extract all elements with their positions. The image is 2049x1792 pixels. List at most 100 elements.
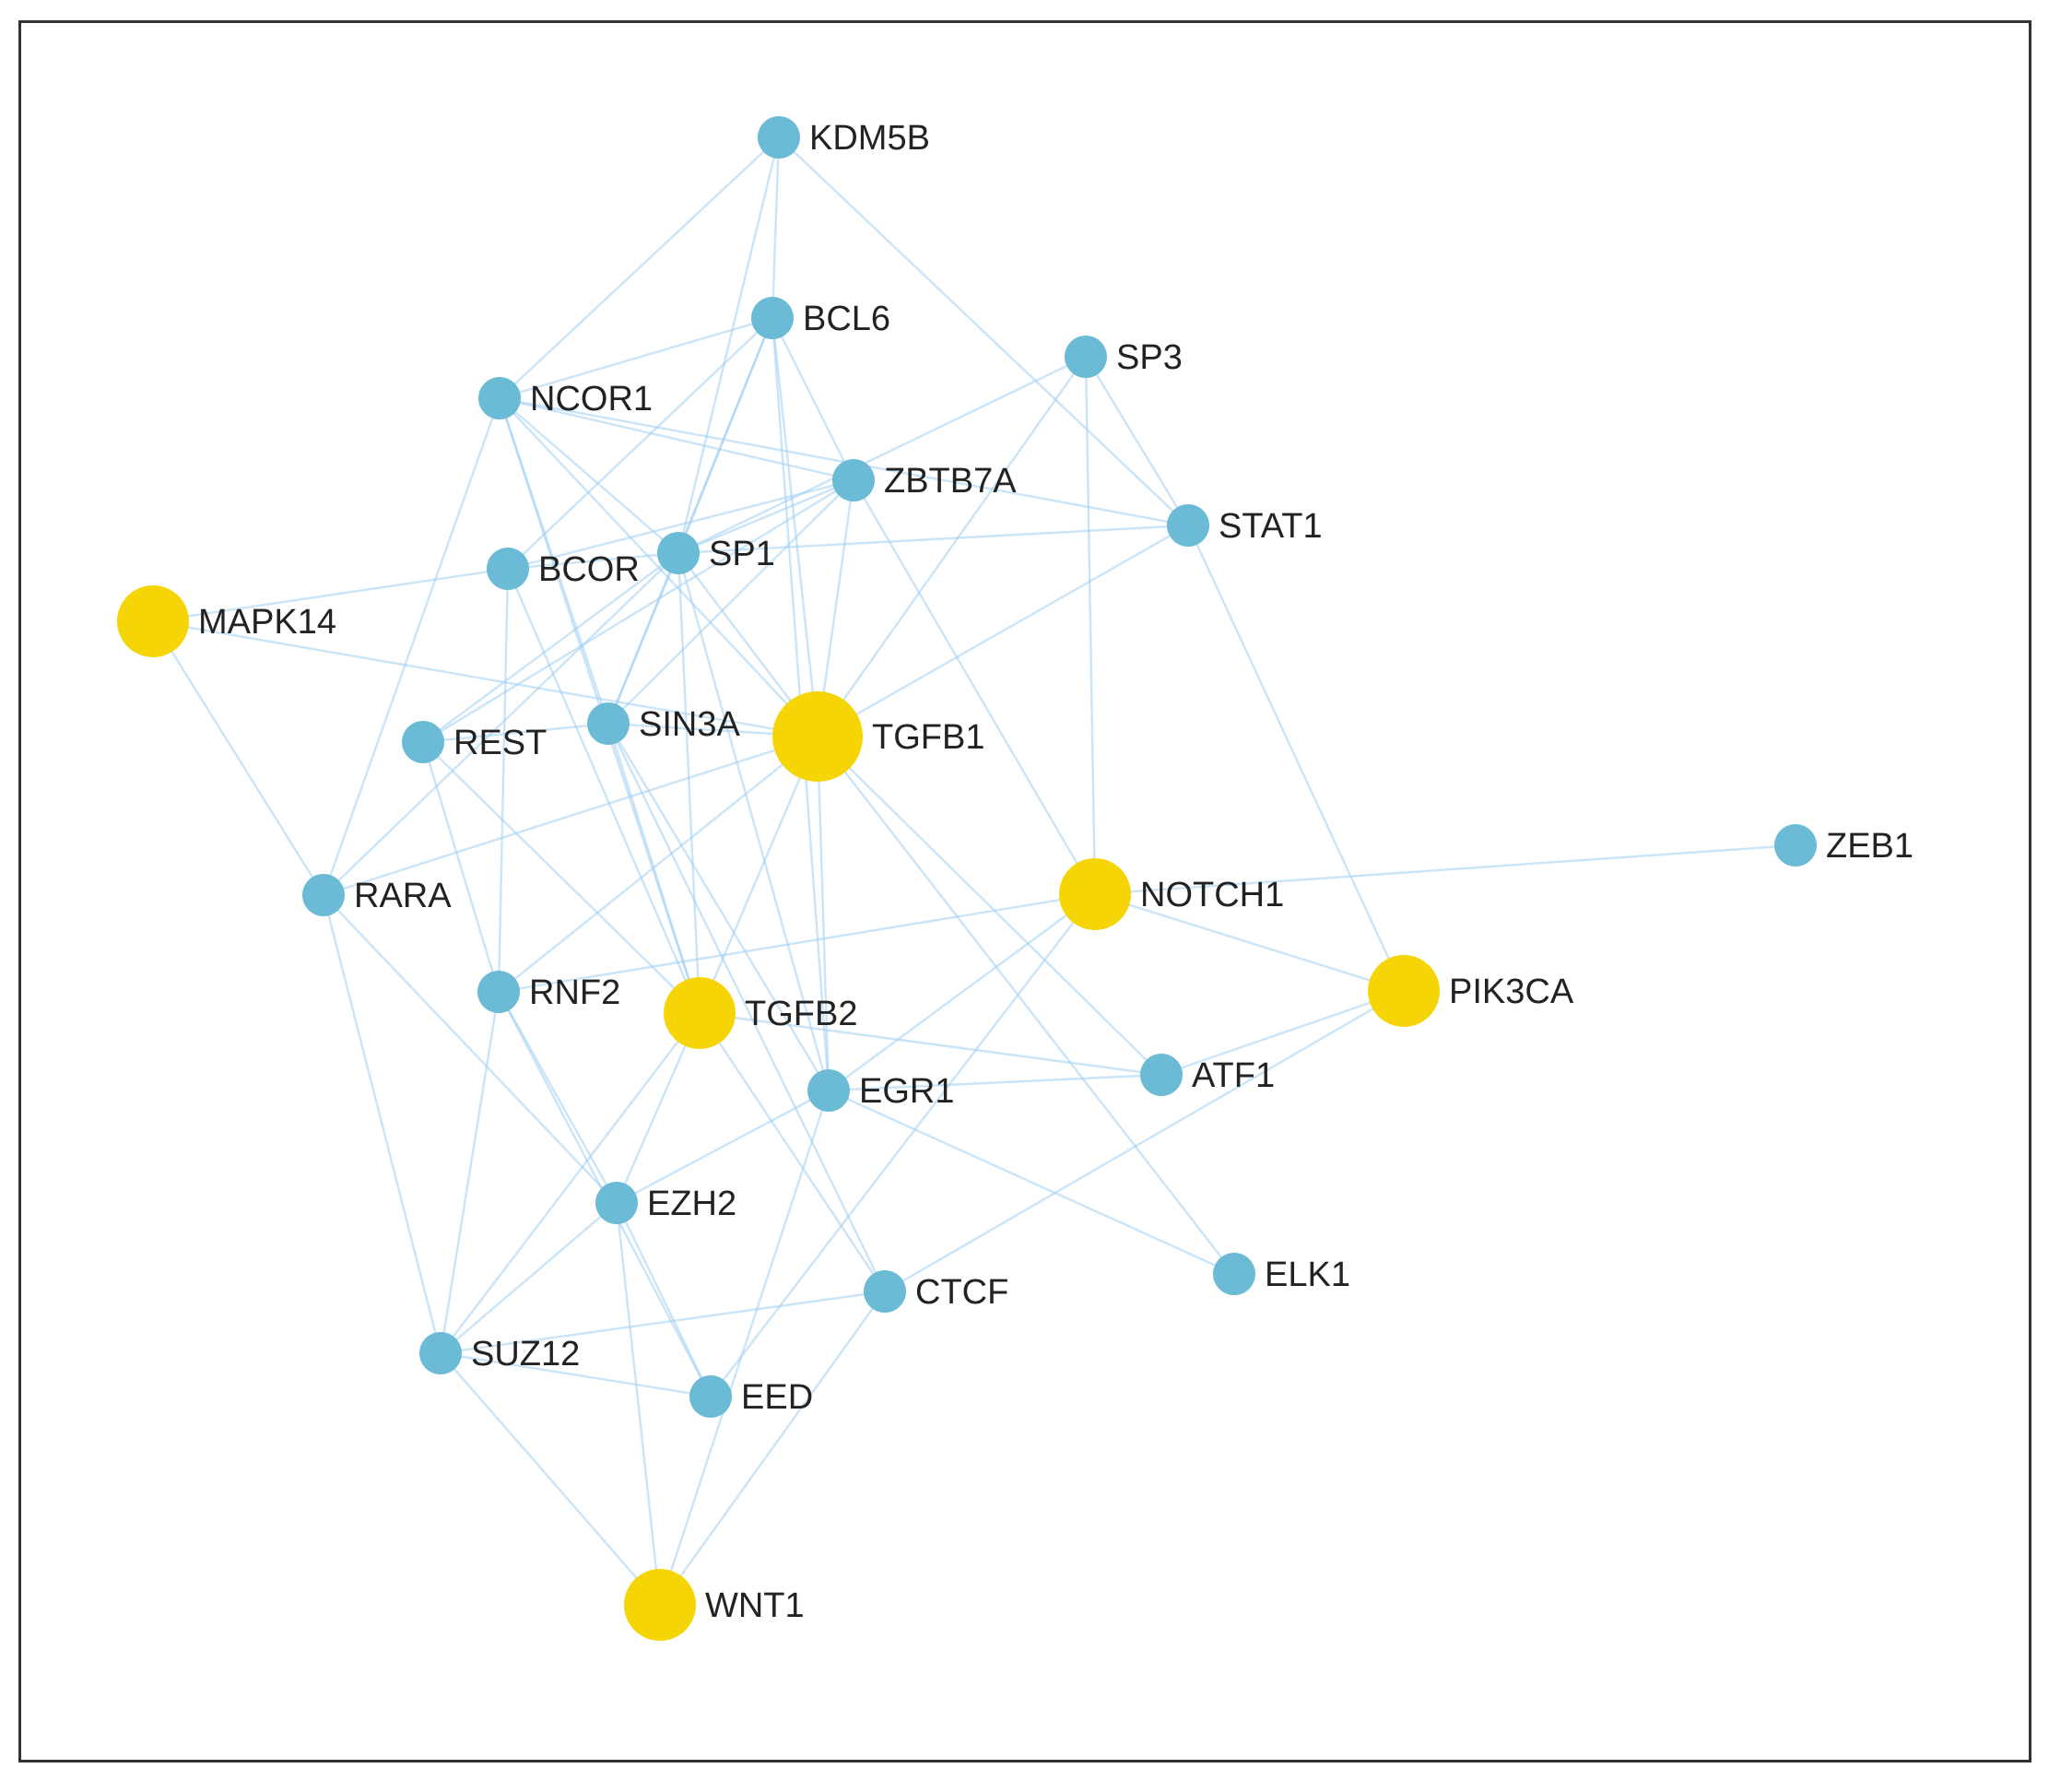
node-circle-ncor1[interactable] — [478, 377, 521, 419]
edge-stat1-sp1 — [677, 524, 1189, 555]
node-circle-notch1[interactable] — [1059, 858, 1131, 930]
edge-bcor-tgfb2 — [506, 568, 701, 1014]
edge-ncor1-rara — [322, 397, 501, 896]
node-ezh2[interactable]: EZH2 — [595, 1182, 736, 1224]
edge-rest-rnf2 — [421, 741, 500, 993]
node-sp3[interactable]: SP3 — [1065, 336, 1183, 378]
node-circle-tgfb1[interactable] — [772, 691, 863, 782]
node-circle-sin3a[interactable] — [587, 702, 630, 745]
node-circle-mapk14[interactable] — [117, 585, 189, 657]
node-circle-suz12[interactable] — [419, 1332, 462, 1374]
node-circle-eed[interactable] — [689, 1375, 732, 1418]
edge-sp3-stat1 — [1084, 356, 1190, 526]
node-label-suz12: SUZ12 — [471, 1335, 580, 1373]
edge-tgfb1-rnf2 — [498, 736, 818, 993]
node-stat1[interactable]: STAT1 — [1167, 504, 1323, 547]
node-circle-zeb1[interactable] — [1774, 824, 1817, 867]
edge-notch1-pik3ca — [1094, 892, 1405, 993]
node-circle-kdm5b[interactable] — [758, 116, 800, 159]
edge-rara-suz12 — [322, 894, 442, 1354]
node-label-mapk14: MAPK14 — [198, 603, 336, 642]
node-pik3ca[interactable]: PIK3CA — [1368, 955, 1574, 1027]
node-label-rara: RARA — [354, 877, 452, 915]
node-circle-sp3[interactable] — [1065, 336, 1107, 378]
edge-bcl6-bcor — [507, 317, 773, 570]
edge-pik3ca-ctcf — [884, 989, 1405, 1293]
node-rnf2[interactable]: RNF2 — [477, 971, 620, 1013]
node-ctcf[interactable]: CTCF — [864, 1270, 1008, 1313]
edge-notch1-rnf2 — [498, 892, 1096, 994]
node-label-ctcf: CTCF — [915, 1273, 1008, 1312]
node-circle-tgfb2[interactable] — [664, 977, 736, 1049]
node-notch1[interactable]: NOTCH1 — [1059, 858, 1284, 930]
node-label-elk1: ELK1 — [1265, 1256, 1350, 1294]
node-tgfb2[interactable]: TGFB2 — [664, 977, 857, 1049]
edge-suz12-wnt1 — [440, 1352, 661, 1606]
node-zeb1[interactable]: ZEB1 — [1774, 824, 1914, 867]
node-label-pik3ca: PIK3CA — [1449, 973, 1574, 1011]
node-zbtb7a[interactable]: ZBTB7A — [832, 459, 1017, 501]
node-egr1[interactable]: EGR1 — [807, 1069, 954, 1112]
node-wnt1[interactable]: WNT1 — [624, 1569, 805, 1641]
node-mapk14[interactable]: MAPK14 — [117, 585, 336, 657]
edge-sp1-egr1 — [677, 552, 830, 1091]
node-rara[interactable]: RARA — [302, 874, 452, 916]
edge-suz12-eed — [440, 1351, 712, 1398]
edge-zbtb7a-notch1 — [852, 479, 1097, 895]
edge-tgfb1-rara — [323, 735, 818, 897]
node-label-ncor1: NCOR1 — [530, 380, 653, 419]
node-circle-ctcf[interactable] — [864, 1270, 906, 1313]
node-kdm5b[interactable]: KDM5B — [758, 116, 930, 159]
node-ncor1[interactable]: NCOR1 — [478, 377, 653, 419]
node-circle-stat1[interactable] — [1167, 504, 1209, 547]
node-circle-ezh2[interactable] — [595, 1182, 638, 1224]
edge-tgfb1-elk1 — [817, 736, 1235, 1275]
edge-zbtb7a-sp1 — [677, 478, 854, 555]
edge-sp1-sin3a — [606, 552, 680, 725]
edge-kdm5b-ncor1 — [499, 136, 780, 399]
node-eed[interactable]: EED — [689, 1375, 813, 1418]
edge-tgfb1-tgfb2 — [698, 736, 819, 1014]
edge-rest-sin3a — [422, 722, 609, 744]
node-circle-bcl6[interactable] — [751, 297, 794, 339]
node-label-sin3a: SIN3A — [639, 705, 740, 744]
node-bcl6[interactable]: BCL6 — [751, 297, 890, 339]
node-elk1[interactable]: ELK1 — [1213, 1253, 1350, 1295]
edge-kdm5b-stat1 — [778, 136, 1189, 526]
edge-pik3ca-atf1 — [1160, 989, 1405, 1077]
node-suz12[interactable]: SUZ12 — [419, 1332, 580, 1374]
edge-ezh2-suz12 — [440, 1202, 618, 1354]
edge-zbtb7a-rest — [422, 478, 854, 744]
edge-tgfb1-egr1 — [816, 736, 830, 1091]
edge-bcl6-tgfb1 — [771, 317, 819, 737]
node-bcor[interactable]: BCOR — [487, 548, 640, 590]
node-tgfb1[interactable]: TGFB1 — [772, 691, 984, 782]
edge-sp3-sp1 — [677, 355, 1087, 555]
node-circle-bcor[interactable] — [487, 548, 529, 590]
node-circle-sp1[interactable] — [657, 532, 700, 574]
node-label-rnf2: RNF2 — [529, 973, 620, 1012]
node-label-wnt1: WNT1 — [705, 1586, 805, 1625]
node-circle-zbtb7a[interactable] — [832, 459, 875, 501]
node-circle-wnt1[interactable] — [624, 1569, 696, 1641]
node-sp1[interactable]: SP1 — [657, 532, 775, 574]
node-circle-rest[interactable] — [402, 721, 444, 763]
node-circle-pik3ca[interactable] — [1368, 955, 1440, 1027]
node-circle-egr1[interactable] — [807, 1069, 850, 1112]
node-circle-rara[interactable] — [302, 874, 345, 916]
node-sin3a[interactable]: SIN3A — [587, 702, 740, 745]
node-label-sp1: SP1 — [709, 535, 775, 573]
edge-layer — [151, 136, 1796, 1606]
node-circle-elk1[interactable] — [1213, 1253, 1255, 1295]
edge-ncor1-sp1 — [499, 397, 679, 554]
node-circle-atf1[interactable] — [1140, 1054, 1183, 1096]
node-label-stat1: STAT1 — [1219, 507, 1323, 546]
node-label-tgfb1: TGFB1 — [872, 718, 984, 757]
node-rest[interactable]: REST — [402, 721, 547, 763]
node-label-bcl6: BCL6 — [803, 300, 890, 338]
edge-atf1-egr1 — [828, 1073, 1162, 1092]
node-atf1[interactable]: ATF1 — [1140, 1054, 1275, 1096]
edge-stat1-pik3ca — [1186, 525, 1406, 992]
node-circle-rnf2[interactable] — [477, 971, 520, 1013]
